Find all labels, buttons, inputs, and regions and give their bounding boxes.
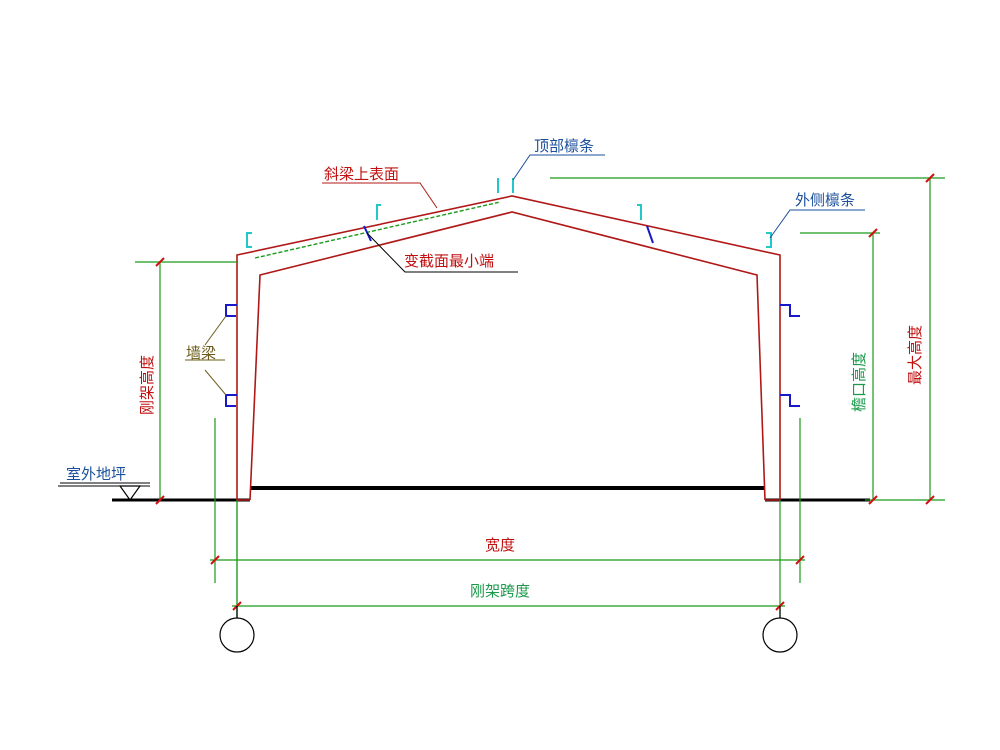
label-taper-min-end: 变截面最小端: [404, 252, 494, 270]
label-frame-height: 刚架高度: [138, 355, 156, 415]
leader-lines: [60, 154, 865, 484]
label-wall-girt: 墙梁: [186, 344, 216, 362]
label-eave-height: 檐口高度: [850, 352, 868, 412]
label-top-purlin: 顶部檩条: [534, 137, 594, 155]
label-frame-span: 刚架跨度: [470, 582, 530, 600]
ground-level-symbol: [58, 485, 150, 502]
dimension-lines: [135, 177, 945, 618]
label-outdoor-ground: 室外地坪: [66, 465, 126, 483]
wall-girts: [225, 304, 800, 407]
portal-frame: [236, 195, 781, 501]
taper-section-marks: [363, 225, 654, 244]
ground-line: [112, 486, 870, 502]
label-outer-purlin: 外侧檩条: [795, 191, 855, 209]
label-max-height: 最大高度: [906, 325, 924, 385]
grid-axis-bubbles: [219, 606, 798, 653]
label-rafter-top-surface: 斜梁上表面: [324, 165, 399, 183]
purlins: [246, 178, 772, 248]
dimension-ticks: [155, 173, 935, 611]
label-width: 宽度: [485, 536, 515, 554]
